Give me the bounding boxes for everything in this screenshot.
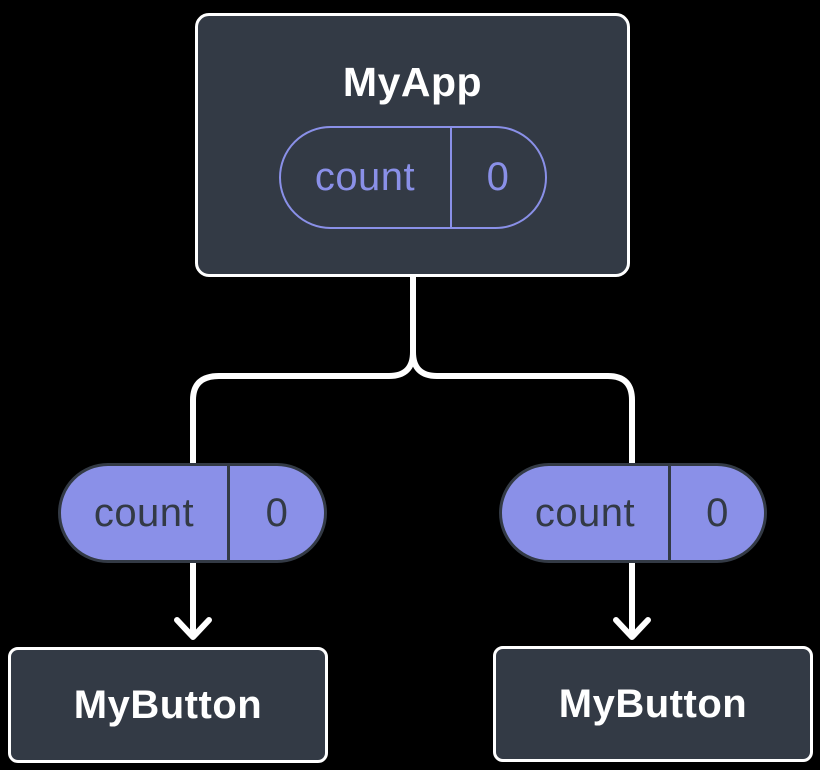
fork-right-branch <box>410 351 635 466</box>
state-pill-name: count <box>281 128 452 227</box>
mybutton-card-right: MyButton <box>493 646 813 762</box>
fork-connector <box>190 276 635 466</box>
myapp-card: MyApp count 0 <box>195 13 630 277</box>
fork-left-branch <box>190 276 416 466</box>
prop-pill-right-name: count <box>502 466 671 560</box>
arrow-left-head-icon <box>174 617 212 640</box>
state-pill: count 0 <box>278 126 547 229</box>
child-card-left-title: MyButton <box>73 682 263 727</box>
prop-pill-left: count 0 <box>58 463 327 563</box>
arrow-right-head-icon <box>613 617 651 640</box>
prop-pill-right: count 0 <box>499 463 767 563</box>
child-card-right-title: MyButton <box>558 681 748 726</box>
arrow-right <box>613 559 651 640</box>
arrow-left <box>174 559 212 640</box>
parent-card-title: MyApp <box>342 59 483 105</box>
mybutton-card-left: MyButton <box>8 647 328 763</box>
prop-pill-left-value: 0 <box>265 490 289 535</box>
prop-pill-right-value: 0 <box>706 490 729 535</box>
prop-pill-left-name: count <box>61 466 230 560</box>
state-pill-value: 0 <box>486 155 510 199</box>
